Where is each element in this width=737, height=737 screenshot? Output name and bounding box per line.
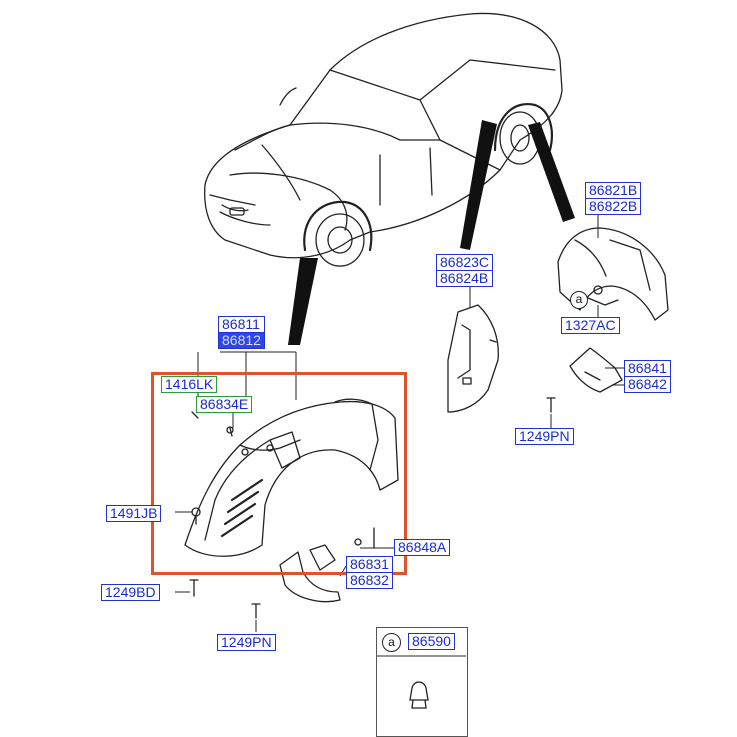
part-label-86824b[interactable]: 86824B [436, 271, 494, 287]
part-label-1249pn-rear[interactable]: 1249PN [515, 428, 574, 445]
part-label-1416lk[interactable]: 1416LK [161, 376, 218, 393]
label-stack-86841: 86841 86842 [624, 360, 671, 393]
part-label-86811[interactable]: 86811 [218, 316, 265, 333]
label-stack-86831: 86831 86832 [346, 556, 393, 589]
pointer-rear-liner-right [528, 122, 575, 222]
part-label-86832[interactable]: 86832 [346, 573, 393, 589]
part-label-1249pn-front[interactable]: 1249PN [217, 634, 276, 651]
bolt-1249pn-front [251, 603, 261, 619]
part-label-1249bd[interactable]: 1249BD [101, 584, 160, 601]
part-label-86831[interactable]: 86831 [346, 556, 393, 573]
bolt-1249pn-rear [546, 397, 556, 413]
legend-marker-a: a [382, 633, 401, 652]
pointer-rear-liner-left [460, 120, 497, 250]
label-stack-86823c: 86823C 86824B [436, 254, 494, 287]
bolt-1249bd [189, 579, 199, 597]
part-label-86822b[interactable]: 86822B [585, 199, 642, 215]
car-illustration [204, 12, 563, 267]
part-label-86812[interactable]: 86812 [218, 333, 265, 349]
front-wheel-guard [184, 398, 399, 557]
part-label-86590[interactable]: 86590 [408, 633, 455, 650]
part-label-1327ac[interactable]: 1327AC [561, 317, 620, 334]
leader-lines [175, 214, 625, 632]
front-mud-guard [279, 527, 375, 603]
part-label-86848a[interactable]: 86848A [394, 539, 451, 556]
rear-liner-center [447, 304, 499, 413]
part-label-1491jb[interactable]: 1491JB [106, 505, 162, 522]
part-label-86842[interactable]: 86842 [624, 377, 671, 393]
pointer-front-wheel [288, 258, 318, 345]
highlight-box [151, 372, 407, 575]
rear-wheel-guard [557, 227, 669, 321]
part-label-86834e[interactable]: 86834E [196, 396, 253, 413]
label-stack-86821b: 86821B 86822B [585, 182, 642, 215]
part-label-86821b[interactable]: 86821B [585, 182, 642, 199]
callout-marker-a: a [570, 291, 588, 309]
label-stack-86811: 86811 86812 [218, 316, 265, 349]
rear-mud-guard [569, 347, 623, 393]
part-label-86823c[interactable]: 86823C [436, 254, 494, 271]
part-label-86841[interactable]: 86841 [624, 360, 671, 377]
